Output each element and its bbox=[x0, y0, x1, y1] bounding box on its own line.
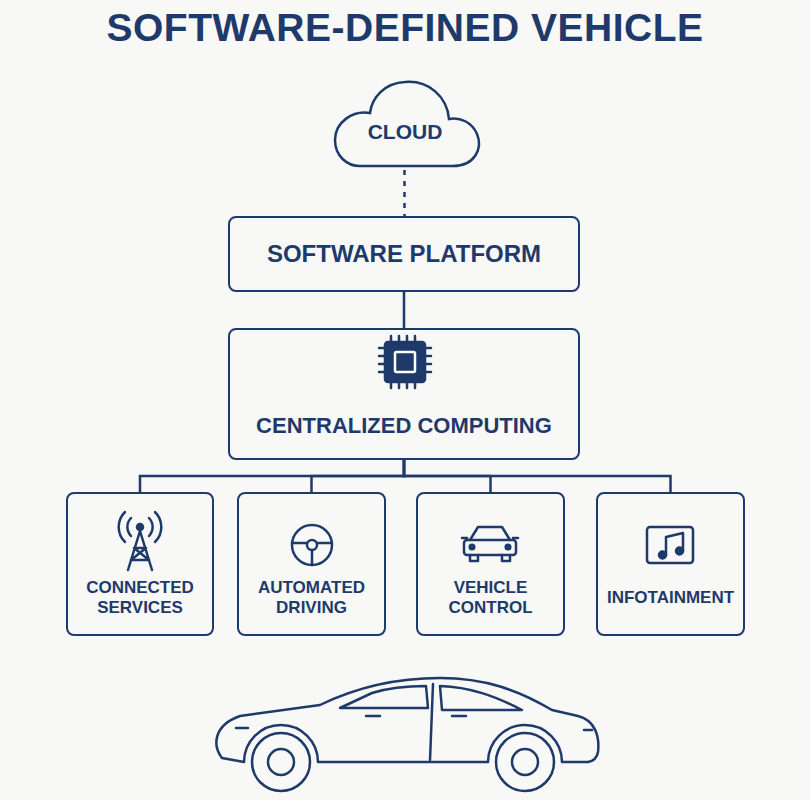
cloud-shape: CLOUD bbox=[325, 70, 485, 170]
domain-box: VEHICLE CONTROL bbox=[416, 492, 565, 636]
connector-line bbox=[140, 460, 404, 492]
domain-box: INFOTAINMENT bbox=[596, 492, 745, 636]
diagram-title: SOFTWARE-DEFINED VEHICLE bbox=[0, 6, 810, 50]
car-front-icon bbox=[462, 527, 518, 561]
dashed-link bbox=[403, 170, 406, 216]
computing-box: CENTRALIZED COMPUTING bbox=[228, 328, 580, 460]
car-illustration bbox=[216, 678, 598, 791]
domain-box: AUTOMATED DRIVING bbox=[237, 492, 386, 636]
connector-line bbox=[312, 460, 405, 492]
platform-box: SOFTWARE PLATFORM bbox=[228, 216, 580, 292]
connector-line bbox=[403, 292, 406, 328]
node-label: CONNECTED SERVICES bbox=[75, 578, 205, 617]
antenna-icon bbox=[119, 512, 162, 570]
node-label: CENTRALIZED COMPUTING bbox=[237, 413, 571, 438]
node-label: INFOTAINMENT bbox=[605, 588, 736, 608]
node-label: SOFTWARE PLATFORM bbox=[237, 240, 571, 268]
connector-line bbox=[404, 460, 671, 492]
chip-icon bbox=[379, 336, 431, 388]
steering-wheel-icon bbox=[292, 525, 332, 565]
domain-box: CONNECTED SERVICES bbox=[66, 492, 214, 636]
node-label: CLOUD bbox=[332, 120, 478, 144]
node-label: AUTOMATED DRIVING bbox=[246, 578, 377, 617]
music-screen-icon bbox=[647, 527, 693, 563]
node-label: VEHICLE CONTROL bbox=[425, 578, 556, 617]
